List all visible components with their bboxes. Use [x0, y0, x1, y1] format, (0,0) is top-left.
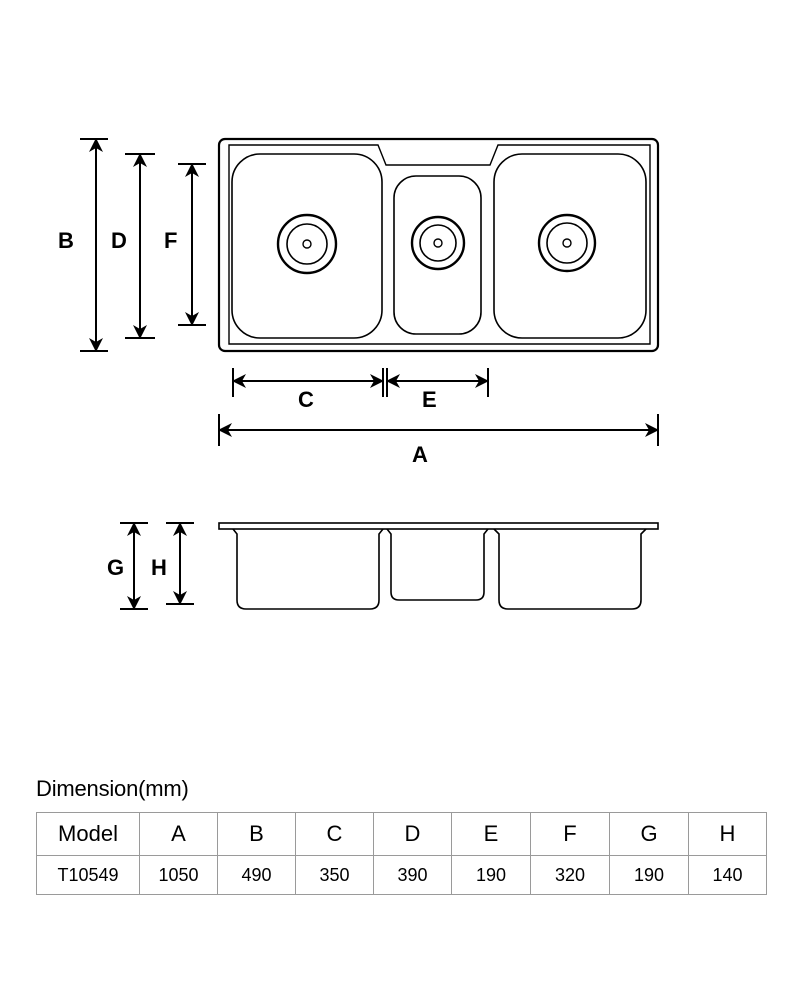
sink-top-view: [217, 137, 660, 353]
dimension-label-a: A: [412, 442, 428, 467]
header-cell-h: H: [688, 812, 767, 856]
sink-outer-rim: [217, 137, 660, 353]
cell-f: 320: [530, 855, 610, 895]
table-header-row: Model A B C D E F G H: [36, 812, 767, 856]
cell-d: 390: [373, 855, 452, 895]
right-bowl: [493, 153, 647, 339]
header-cell-model: Model: [36, 812, 140, 856]
side-view-rim: [218, 522, 659, 530]
dimension-table-title: Dimension(mm): [36, 776, 189, 801]
dimension-table: Model A B C D E F G H T10549 1050 490 35…: [36, 812, 767, 895]
middle-drain-icon: [410, 215, 466, 271]
dimension-label-d: D: [111, 228, 127, 253]
header-cell-d: D: [373, 812, 452, 856]
side-view-right-bowl: [493, 528, 647, 610]
cell-c: 350: [295, 855, 374, 895]
header-cell-g: G: [609, 812, 689, 856]
middle-bowl: [393, 175, 482, 335]
cell-model: T10549: [36, 855, 140, 895]
dimension-label-f: F: [164, 228, 177, 253]
left-bowl: [231, 153, 383, 339]
header-cell-c: C: [295, 812, 374, 856]
dimension-label-c: C: [298, 387, 314, 412]
cell-b: 490: [217, 855, 296, 895]
dimension-label-h: H: [151, 555, 167, 580]
header-cell-f: F: [530, 812, 610, 856]
header-cell-e: E: [451, 812, 531, 856]
sink-side-view: [218, 522, 659, 610]
sink-inner-rim: [228, 144, 651, 345]
cell-h: 140: [688, 855, 767, 895]
dimension-label-b: B: [58, 228, 74, 253]
dimension-label-e: E: [422, 387, 437, 412]
side-view-left-bowl: [232, 528, 384, 610]
cell-e: 190: [451, 855, 531, 895]
header-cell-b: B: [217, 812, 296, 856]
left-drain-icon: [276, 213, 338, 275]
table-row: T10549 1050 490 350 390 190 320 190 140: [36, 855, 767, 895]
side-view-middle-bowl: [386, 528, 489, 601]
cell-g: 190: [609, 855, 689, 895]
sink-technical-drawing: B D F C E A G H: [58, 137, 660, 610]
header-cell-a: A: [139, 812, 218, 856]
dimension-label-g: G: [107, 555, 124, 580]
right-drain-icon: [537, 213, 597, 273]
cell-a: 1050: [139, 855, 218, 895]
